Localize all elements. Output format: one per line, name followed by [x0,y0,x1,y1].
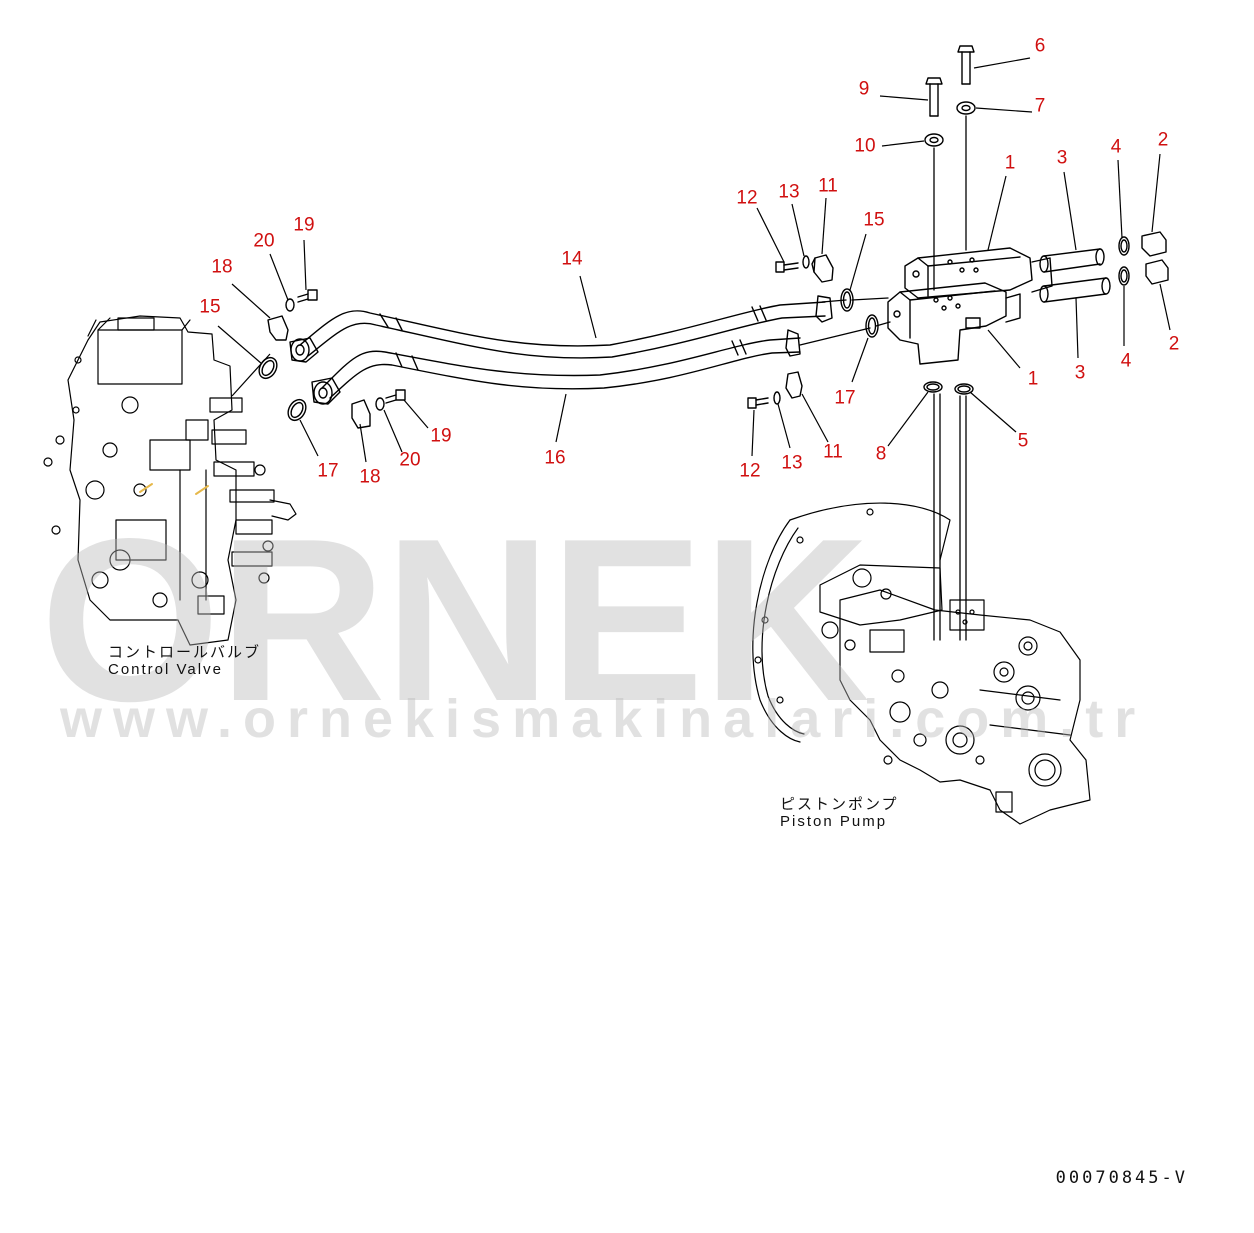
bolt-19 [297,289,406,404]
callout-12-upper: 12 [736,187,758,209]
callout-20-lower: 20 [399,449,421,471]
callout-1-lower: 1 [1027,368,1039,390]
drawing-code: 00070845-V [1055,1168,1188,1188]
callout-17-right: 17 [834,387,856,409]
callout-4-lower: 4 [1120,350,1132,372]
control-valve-caption-en: Control Valve [108,661,223,679]
flange-11-lower [785,371,803,399]
callout-5: 5 [1017,430,1029,452]
hose-16 [321,337,801,399]
hose-fittings-left [289,337,341,405]
washer-7 [956,101,976,115]
callout-14: 14 [561,248,583,270]
flange-18-upper [267,315,289,341]
bolt-6 [957,45,975,85]
assembly-lines [799,115,967,641]
pipe-3-lower [1039,277,1111,303]
callout-4-upper: 4 [1110,136,1122,158]
callout-9: 9 [858,78,870,100]
callout-2-upper: 2 [1157,129,1169,151]
control-valve-caption: コントロールバルブ Control Valve [108,644,261,679]
callout-17-left: 17 [317,460,339,482]
piston-pump-caption-jp: ピストンポンプ [780,796,899,813]
watermark-url: www.ornekismakinalari.com.tr [60,689,1147,749]
callout-19-lower: 19 [430,425,452,447]
control-valve-accent [139,483,209,495]
control-valve [43,315,297,646]
pipe-3-upper [1039,248,1105,273]
callout-11-upper: 11 [818,175,838,197]
callout-3-lower: 3 [1074,362,1086,384]
callout-11-lower: 11 [823,441,843,463]
o-ring-4 [1118,236,1130,286]
piston-pump [752,502,1091,825]
callout-3-upper: 3 [1056,147,1068,169]
callout-2-lower: 2 [1168,333,1180,355]
flange-18-lower [351,399,371,429]
hose-fittings-right [785,295,833,357]
callout-15-left: 15 [199,296,221,318]
callout-8: 8 [875,443,887,465]
piston-pump-caption: ピストンポンプ Piston Pump [780,796,899,831]
callout-13-upper: 13 [778,181,800,203]
callout-18-lower: 18 [359,466,381,488]
callout-16: 16 [544,447,566,469]
hose-14 [299,301,826,359]
callout-12-lower: 12 [739,460,761,482]
control-valve-caption-jp: コントロールバルブ [108,644,262,661]
callout-18-upper: 18 [211,256,233,278]
bolt-12-upper [775,261,799,273]
piston-pump-caption-en: Piston Pump [780,813,888,831]
bolt-12-lower [747,397,769,409]
washer-20 [285,298,385,411]
flange-11-upper [811,254,834,283]
callout-10: 10 [854,135,876,157]
callout-7: 7 [1034,95,1046,117]
callout-19-upper: 19 [293,214,315,236]
bolt-9 [925,77,943,117]
plug-2 [1141,231,1169,285]
block-1-lower [887,282,1021,365]
callout-20-upper: 20 [253,230,275,252]
washer-13 [773,255,810,405]
callout-1-upper: 1 [1004,152,1016,174]
callout-13-lower: 13 [781,452,803,474]
washer-10 [924,133,944,147]
callout-15-right: 15 [863,209,885,231]
callout-6: 6 [1034,35,1046,57]
block-1-upper [904,247,1053,299]
watermark-brand: ORNEK [40,491,870,750]
